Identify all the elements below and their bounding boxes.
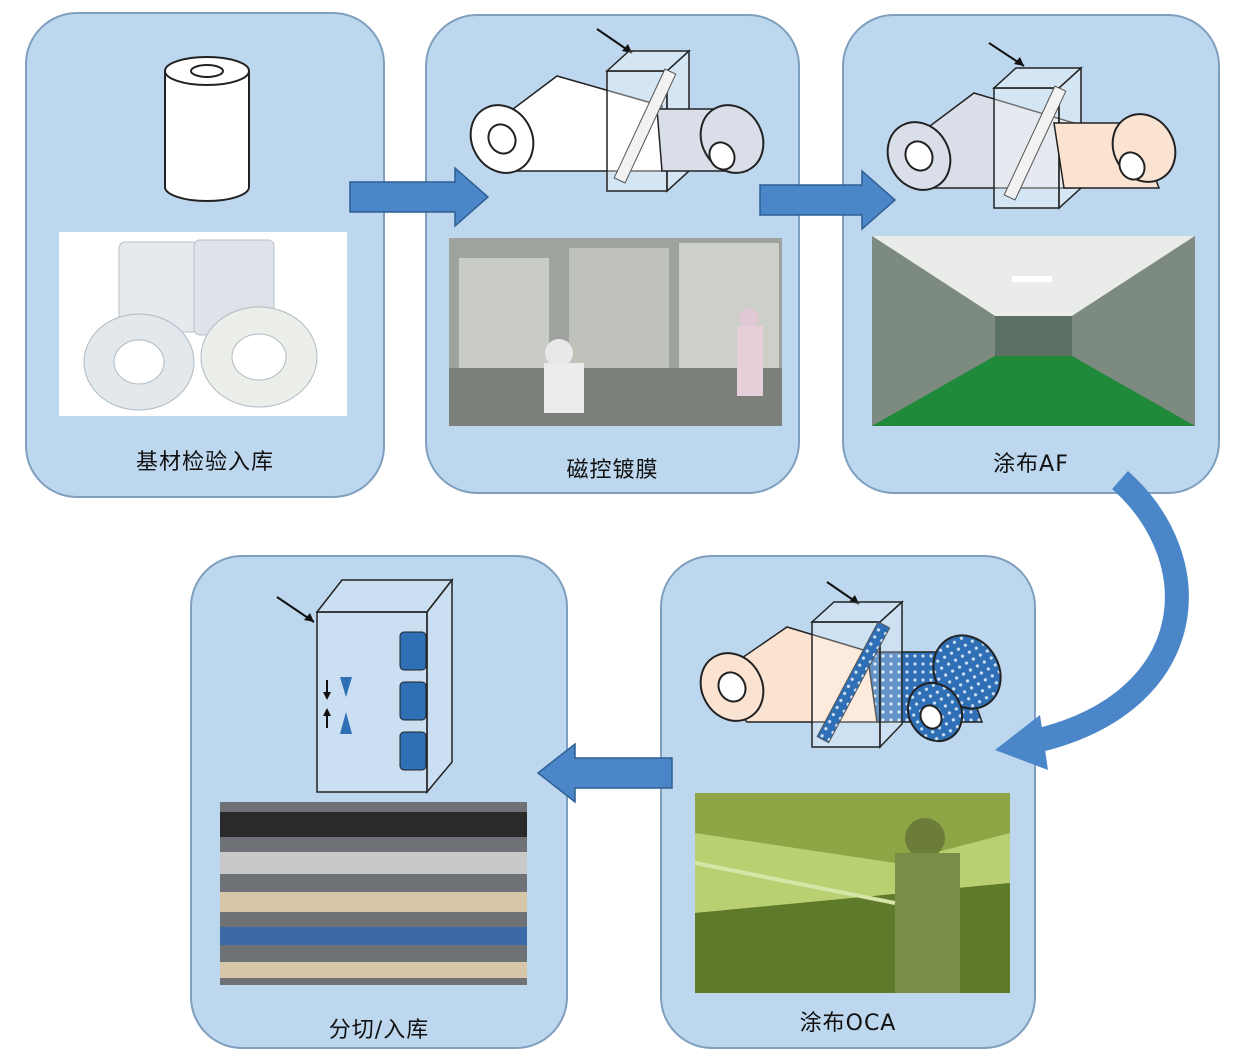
step-label-af-coating: 涂布AF <box>993 452 1069 477</box>
step-panel-slitting: 分切/入库 <box>190 555 568 1049</box>
step-label-sputtering: 磁控镀膜 <box>566 458 659 483</box>
step-label-substrate: 基材检验入库 <box>135 450 274 475</box>
sputtering-chamber-icon <box>469 28 765 193</box>
slitting-chamber-icon <box>276 577 454 795</box>
substrate-rolls-photo <box>59 232 347 416</box>
step-panel-af-coating: 涂布AF <box>842 14 1220 494</box>
step-label-slitting: 分切/入库 <box>328 1018 430 1043</box>
slitting-machine-photo <box>220 802 527 985</box>
film-roll-icon <box>164 56 250 202</box>
af-coating-chamber-icon <box>886 42 1177 210</box>
oca-coating-chamber-icon <box>699 581 1002 749</box>
step-panel-sputtering: 磁控镀膜 <box>425 14 800 494</box>
af-cleanroom-photo <box>872 236 1195 426</box>
oca-coating-line-photo <box>695 793 1010 993</box>
step-label-oca-coating: 涂布OCA <box>799 1011 897 1036</box>
sputtering-line-photo <box>449 238 782 426</box>
step-panel-oca-coating: 涂布OCA <box>660 555 1036 1049</box>
step-panel-substrate: 基材检验入库 <box>25 12 385 498</box>
